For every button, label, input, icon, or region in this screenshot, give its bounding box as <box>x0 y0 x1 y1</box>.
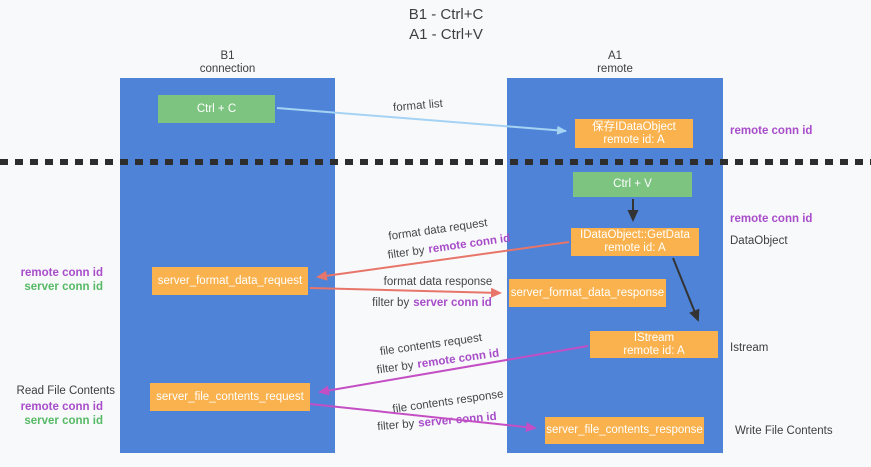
lane-a1-title: A1 <box>607 50 623 62</box>
server-file-contents-request-box: server_file_contents_request <box>150 383 310 411</box>
lane-header-b1: B1 connection <box>120 50 335 76</box>
server-file-contents-response-box: server_file_contents_response <box>545 417 704 444</box>
server-conn-id-inline-2: server conn id <box>417 410 498 430</box>
remote-conn-id-label-left1: remote conn id <box>20 267 103 279</box>
format-request-conn-ids: remote conn id server conn id <box>15 266 103 294</box>
istream-side-label: Istream <box>730 342 769 354</box>
save-idataobject-line1: 保存IDataObject <box>592 120 676 133</box>
remote-conn-id-label-top: remote conn id <box>730 125 813 137</box>
filter-by-text: filter by <box>376 359 415 377</box>
diagram-title: B1 - Ctrl+C A1 - Ctrl+V <box>346 5 546 45</box>
ctrl-c-box: Ctrl + C <box>158 95 275 123</box>
ctrl-v-box: Ctrl + V <box>573 172 692 197</box>
lane-b1-title: B1 <box>220 50 235 62</box>
istream-box: IStream remote id: A <box>590 331 718 358</box>
server-file-contents-response-label: server_file_contents_response <box>546 424 703 436</box>
save-idataobject-line2: remote id: A <box>603 133 665 146</box>
ctrl-v-label: Ctrl + V <box>613 178 652 190</box>
server-format-data-response-box: server_format_data_response <box>509 279 666 307</box>
getdata-line2: remote id: A <box>604 242 666 254</box>
file-request-conn-ids: remote conn id server conn id <box>15 400 103 428</box>
format-list-label: format list <box>392 97 444 115</box>
server-format-data-request-box: server_format_data_request <box>152 267 308 295</box>
format-data-response-label: format data response <box>383 276 493 288</box>
server-format-data-response-label: server_format_data_response <box>510 286 665 299</box>
lane-header-a1: A1 remote <box>507 50 723 76</box>
filter-by-text: filter by <box>376 418 415 434</box>
save-idataobject-box: 保存IDataObject remote id: A <box>575 119 693 148</box>
dataobject-label: DataObject <box>730 235 788 247</box>
remote-conn-id-label-middle: remote conn id <box>730 213 813 225</box>
istream-line2: remote id: A <box>623 344 685 357</box>
ctrl-c-label: Ctrl + C <box>196 102 237 115</box>
title-line-1: B1 - Ctrl+C <box>408 6 484 23</box>
istream-line1: IStream <box>633 331 675 344</box>
lane-a1-subtitle: remote <box>597 63 633 75</box>
remote-conn-id-inline-1: remote conn id <box>427 232 511 256</box>
session-divider-dashed-line <box>0 159 871 165</box>
title-line-2: A1 - Ctrl+V <box>409 26 483 43</box>
server-conn-id-inline-1: server conn id <box>413 297 492 309</box>
filter-by-text: filter by <box>387 244 426 262</box>
remote-conn-id-label-left2: remote conn id <box>20 401 103 413</box>
server-conn-id-label-left2: server conn id <box>24 415 103 427</box>
filter-by-text: filter by <box>372 297 410 309</box>
lane-b1-subtitle: connection <box>199 63 256 75</box>
format-data-response-arrow <box>309 287 502 298</box>
server-file-contents-request-label: server_file_contents_request <box>156 390 304 403</box>
server-format-data-request-label: server_format_data_request <box>157 274 303 287</box>
server-conn-id-label-left1: server conn id <box>24 281 103 293</box>
write-file-contents-label: Write File Contents <box>735 425 833 437</box>
getdata-line1: IDataObject::GetData <box>580 229 690 241</box>
read-file-contents-label: Read File Contents <box>16 385 115 397</box>
idataobject-getdata-box: IDataObject::GetData remote id: A <box>571 228 699 256</box>
